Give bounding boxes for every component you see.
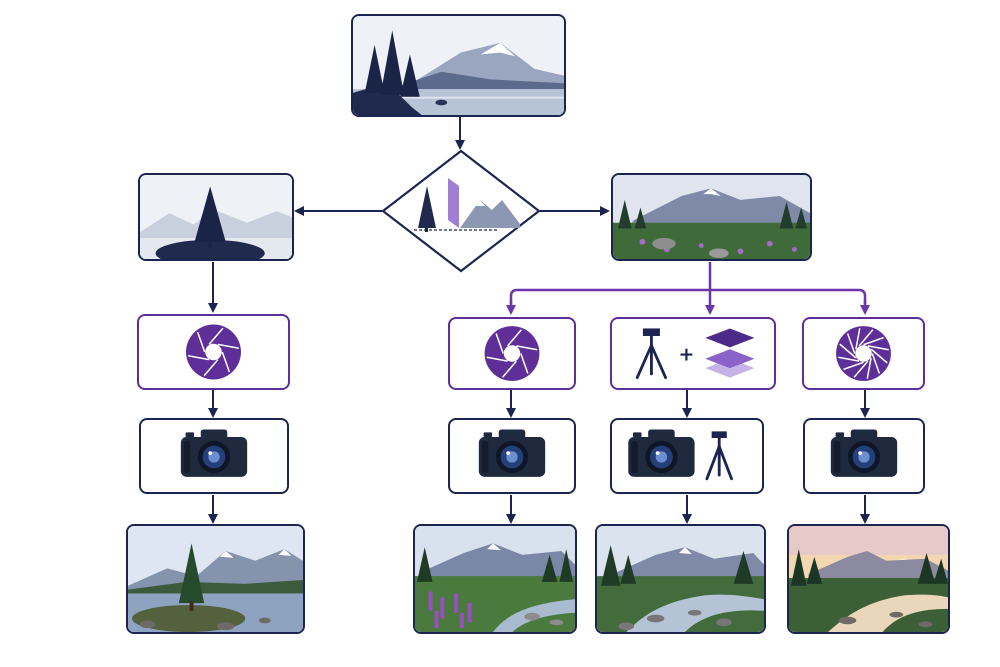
- right-aperture-c-node: [802, 317, 925, 390]
- right-camera-c-node: [803, 418, 925, 494]
- result-stream-node: [595, 524, 766, 634]
- result-lone-tree-node: [126, 524, 305, 634]
- right-tripod-stack-node: +: [610, 317, 776, 390]
- camera-with-tripod-icon: [628, 429, 733, 481]
- right-aperture-a-node: [448, 317, 576, 390]
- source-scene-node: [351, 14, 566, 117]
- sunset-stream-photo: [789, 526, 948, 632]
- camera-icon: [478, 429, 546, 477]
- camera-icon: [180, 429, 248, 477]
- right-subject-node: [611, 173, 812, 261]
- branch-bar: [509, 288, 867, 305]
- lone-tree-on-rock: [140, 175, 292, 259]
- tripod-icon: [635, 328, 668, 380]
- aperture-icon: [836, 326, 891, 381]
- plus-sign: +: [678, 344, 694, 366]
- left-camera-node: [139, 418, 289, 494]
- layers-icon: [705, 328, 755, 378]
- lake-tree-photo: [128, 526, 303, 632]
- meadow-wildflowers: [613, 175, 810, 259]
- left-subject-node: [138, 173, 294, 261]
- camera-icon: [830, 429, 898, 477]
- left-aperture-node: [137, 314, 290, 390]
- landscape-scene: [353, 16, 564, 115]
- aperture-icon: [186, 324, 241, 380]
- right-camera-tripod-node: [610, 418, 764, 494]
- result-sunset-node: [787, 524, 950, 634]
- result-wildflowers-node: [413, 524, 577, 634]
- lupine-stream-photo: [415, 526, 575, 632]
- right-camera-a-node: [448, 418, 576, 494]
- decision-node: [381, 149, 541, 273]
- aperture-icon: [484, 326, 540, 381]
- tripod-icon: [705, 431, 733, 481]
- tripod-plus-layers-icon: +: [635, 328, 755, 380]
- rocky-stream-photo: [597, 526, 764, 632]
- tree-mountain-split-icon: [414, 178, 520, 232]
